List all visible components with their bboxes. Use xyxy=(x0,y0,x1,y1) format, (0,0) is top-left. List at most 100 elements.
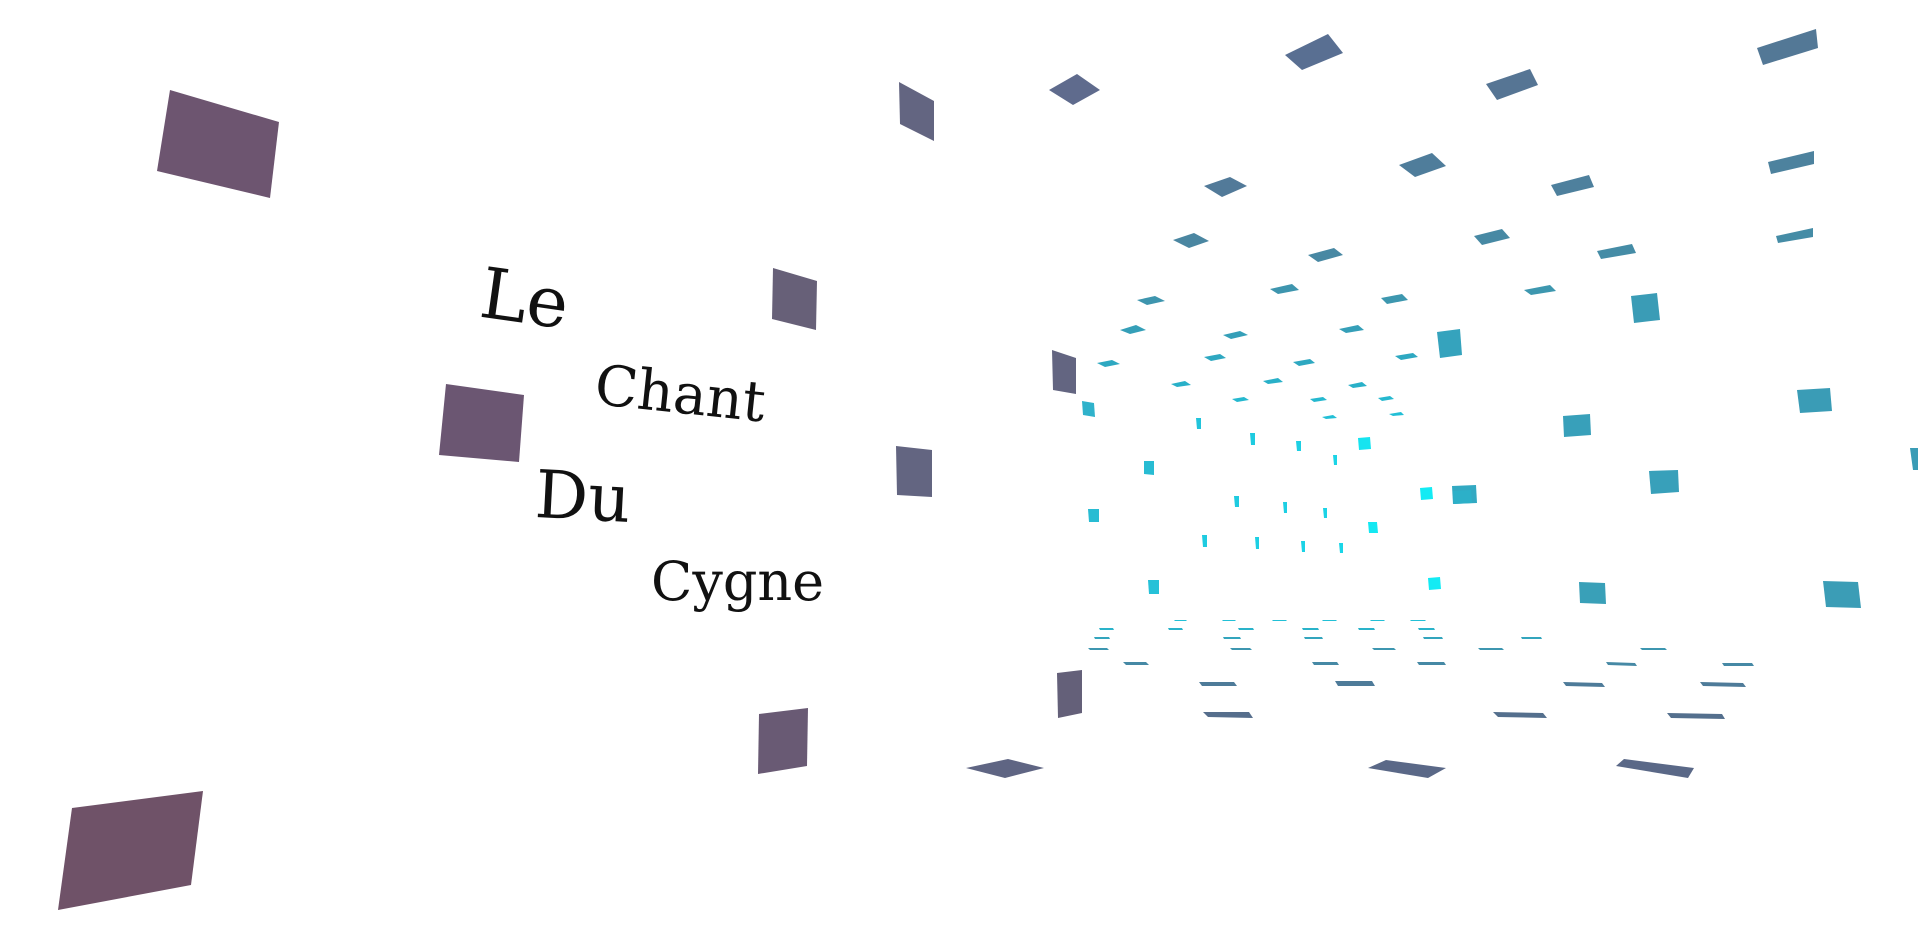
tile xyxy=(1474,229,1510,245)
tile xyxy=(1293,359,1315,366)
tile xyxy=(1333,455,1337,465)
tile xyxy=(1768,151,1814,174)
tile xyxy=(1616,759,1694,778)
tile xyxy=(1222,620,1236,621)
tile xyxy=(1420,487,1433,500)
tile xyxy=(1202,535,1207,547)
tile xyxy=(1322,415,1337,419)
tile xyxy=(1335,681,1375,686)
tile xyxy=(1310,397,1327,402)
tile xyxy=(1358,628,1375,630)
tile xyxy=(1722,663,1754,666)
tile xyxy=(1368,522,1378,533)
tile xyxy=(1203,712,1253,718)
tile xyxy=(1368,760,1446,778)
tile xyxy=(1667,713,1725,719)
tile xyxy=(1223,331,1248,339)
tile xyxy=(1399,153,1446,177)
tile xyxy=(772,268,817,330)
tile xyxy=(1521,637,1542,639)
title-word-le: Le xyxy=(475,252,574,346)
tile xyxy=(1255,537,1259,549)
tile xyxy=(58,791,203,910)
tile xyxy=(1049,74,1100,105)
tile xyxy=(966,759,1044,778)
tile xyxy=(1597,244,1636,259)
tile xyxy=(1304,637,1323,639)
tile xyxy=(1551,175,1594,196)
title-word-cygne: Cygne xyxy=(651,550,825,613)
tile xyxy=(1322,620,1337,621)
tile xyxy=(1308,248,1343,262)
tile xyxy=(758,708,808,774)
tile xyxy=(1437,329,1462,358)
tile xyxy=(1757,29,1818,65)
tile xyxy=(1395,353,1418,360)
tile xyxy=(1339,543,1343,553)
tile xyxy=(1302,628,1319,630)
tile xyxy=(1301,541,1305,552)
tile xyxy=(1493,712,1547,718)
tile xyxy=(1168,628,1183,630)
tile xyxy=(1649,470,1679,494)
tile xyxy=(1358,437,1371,450)
tile xyxy=(1486,69,1538,100)
tile xyxy=(1238,628,1254,630)
tile xyxy=(1174,620,1187,621)
tile xyxy=(1250,433,1255,445)
tile xyxy=(1099,628,1114,630)
tile xyxy=(1137,296,1165,305)
tile xyxy=(1234,496,1239,507)
tile xyxy=(1410,620,1426,621)
tile xyxy=(1283,502,1287,513)
tile xyxy=(1372,648,1396,650)
tile xyxy=(1223,637,1241,639)
tile xyxy=(1052,350,1076,394)
tile xyxy=(1171,381,1191,387)
tile xyxy=(1339,325,1364,333)
title-word-du: Du xyxy=(533,456,633,538)
tile xyxy=(1417,662,1446,665)
tile xyxy=(1453,490,1472,504)
tile xyxy=(1579,582,1606,604)
tile xyxy=(1232,397,1249,402)
tile xyxy=(1296,441,1301,451)
tile xyxy=(1230,648,1252,650)
tile xyxy=(896,446,932,497)
tile xyxy=(1418,628,1435,630)
tile xyxy=(157,90,279,198)
tile xyxy=(1097,360,1120,367)
tile xyxy=(1524,285,1556,295)
tile xyxy=(1910,448,1918,470)
tile xyxy=(1123,662,1149,665)
tile xyxy=(1312,662,1339,665)
tile xyxy=(1389,412,1404,416)
tile xyxy=(1381,294,1408,304)
title-word-chant: Chant xyxy=(591,353,769,436)
tile xyxy=(1700,682,1746,687)
tile xyxy=(1563,682,1605,687)
tile xyxy=(1082,401,1095,417)
tile xyxy=(1378,396,1394,401)
tile xyxy=(1776,228,1813,243)
tile xyxy=(1263,378,1283,384)
tile xyxy=(439,384,524,462)
tile xyxy=(1323,508,1327,518)
tile xyxy=(1606,662,1637,666)
tile xyxy=(1199,682,1237,686)
tile xyxy=(1094,637,1110,639)
tile xyxy=(899,82,934,141)
tile xyxy=(1120,325,1146,334)
tile xyxy=(1640,648,1667,650)
tile xyxy=(1478,648,1504,650)
tile xyxy=(1173,233,1209,248)
tile xyxy=(1204,354,1226,361)
tile xyxy=(1370,620,1385,621)
tile xyxy=(1285,34,1343,70)
tile xyxy=(1563,414,1591,437)
tile xyxy=(1797,388,1832,413)
tile xyxy=(1272,620,1287,621)
tile xyxy=(1423,637,1443,639)
